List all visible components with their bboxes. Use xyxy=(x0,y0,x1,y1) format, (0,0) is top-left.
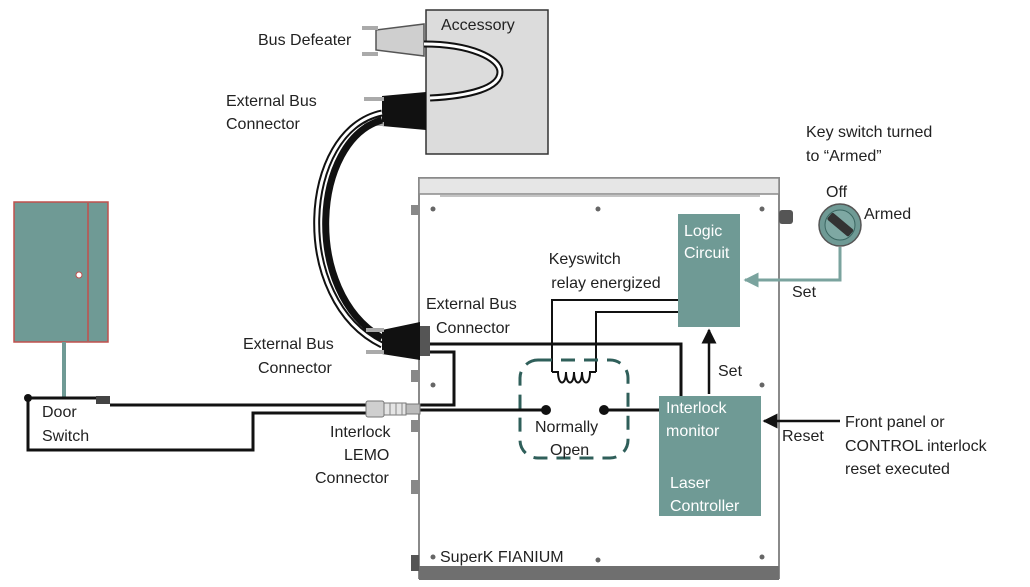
laser-controller-label: Laser Controller xyxy=(670,475,740,515)
set-key-label: Set xyxy=(792,284,817,301)
external-bus-top-label: External Bus Connector xyxy=(226,93,321,133)
relay-enclosure xyxy=(518,358,630,460)
bus-to-monitor-wire xyxy=(420,342,683,396)
key-off-label: Off xyxy=(826,184,848,201)
accessory-label: Accessory xyxy=(441,17,515,34)
door-post xyxy=(62,342,66,398)
product-name: SuperK FIANIUM xyxy=(440,549,564,566)
normally-open-label: Normally Open xyxy=(535,419,603,459)
external-bus-connector-inner xyxy=(366,322,430,360)
external-bus-inner-label: External Bus Connector xyxy=(426,296,521,337)
front-panel-note: Front panel or CONTROL interlock reset e… xyxy=(845,414,991,478)
key-armed-label: Armed xyxy=(864,206,911,223)
logic-circuit-label: Logic Circuit xyxy=(684,223,730,262)
interlock-monitor-label: Interlock monitor xyxy=(666,400,731,440)
logic-circuit-block: Logic Circuit xyxy=(678,214,740,327)
laser-controller-block: Interlock monitor Laser Controller xyxy=(659,396,761,516)
external-bus-left-label: External Bus Connector xyxy=(243,336,338,377)
relay-wire-outer xyxy=(551,299,678,372)
key-switch: Off Armed Key switch turned to “Armed” xyxy=(806,124,937,247)
door xyxy=(13,201,109,398)
door-switch: Door Switch xyxy=(24,394,110,445)
contact-left xyxy=(541,405,551,415)
door-panel xyxy=(13,201,109,343)
reset-label: Reset xyxy=(782,428,824,445)
external-bus-connector-top: External Bus Connector xyxy=(226,92,426,133)
door-switch-label: Door Switch xyxy=(42,404,89,445)
lemo-connector xyxy=(365,400,421,418)
key-switch-note: Key switch turned to “Armed” xyxy=(806,124,937,165)
key-switch-key xyxy=(827,212,854,237)
keyswitch-relay-label: Keyswitch relay energized xyxy=(549,251,661,292)
relay-wire-inner xyxy=(595,311,678,372)
set-arrow-key xyxy=(743,247,842,288)
contact-right xyxy=(599,405,609,415)
accessory-box: Accessory xyxy=(425,9,549,155)
door-switch-contact xyxy=(96,396,110,404)
relay-coil xyxy=(552,371,596,384)
bus-defeater-label: Bus Defeater xyxy=(258,32,352,49)
set-monitor-label: Set xyxy=(718,363,743,380)
door-knob xyxy=(75,271,83,279)
interlock-lemo-label: Interlock LEMO Connector xyxy=(315,424,395,487)
door-wire-bottom xyxy=(26,398,370,452)
bus-defeater: Bus Defeater xyxy=(258,23,425,57)
bus-to-lemo-wire xyxy=(420,350,456,407)
